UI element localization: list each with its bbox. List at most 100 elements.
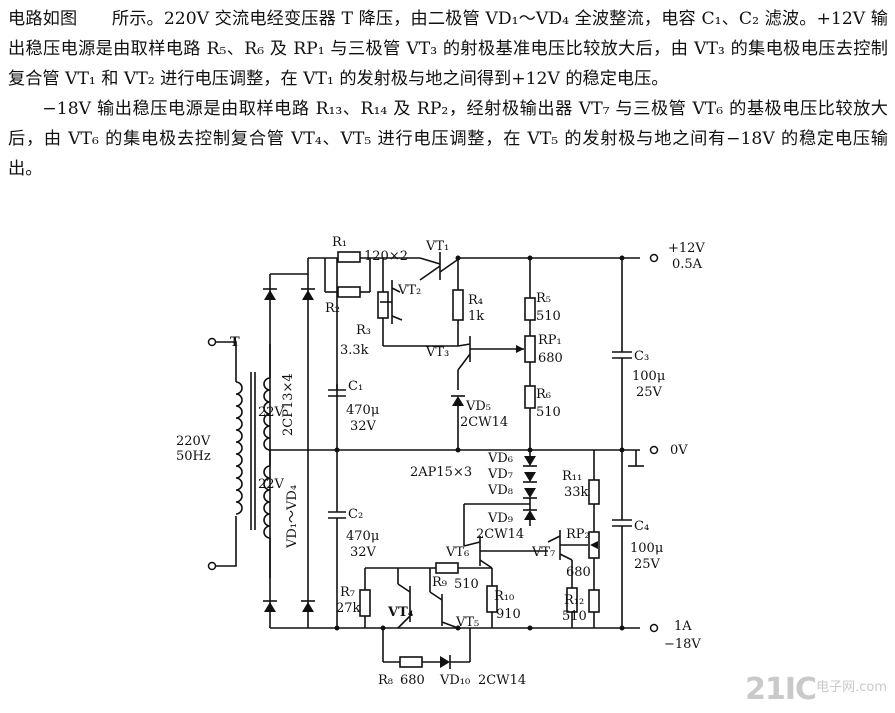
- r12-label: R₁₂: [564, 593, 584, 608]
- r9-label: R₉: [432, 575, 447, 590]
- diode-vd3: [264, 602, 276, 612]
- resistor-r9: [435, 562, 459, 574]
- bridge-rectifier: 2CP13×4 VD₁～VD₄: [263, 258, 315, 629]
- r6-label: R₆: [536, 387, 551, 402]
- rp1-value: 680: [538, 351, 563, 366]
- resistor-r4: [452, 289, 464, 321]
- resistor-r8: [399, 656, 423, 668]
- resistor-r2: [337, 286, 361, 298]
- vt7-label: VT₇: [531, 545, 555, 560]
- r5-label: R₅: [536, 291, 551, 306]
- input-terminal-bottom: [207, 561, 217, 571]
- resistor-r11: [588, 479, 600, 505]
- transformer-t: T 22V 22V: [230, 335, 285, 578]
- vd9-type: 2CW14: [476, 527, 524, 542]
- site-watermark: 21IC电子网.com: [745, 672, 887, 707]
- r7-label: R₇: [340, 585, 355, 600]
- input-terminal-top: [207, 337, 217, 347]
- r1-label: R₁: [332, 235, 347, 250]
- c3-voltage: 25V: [636, 385, 663, 400]
- c2-label: C₂: [348, 507, 363, 522]
- secondary-bottom-label: 22V: [258, 477, 285, 492]
- rectifier-type-label: 2CP13×4: [281, 373, 296, 436]
- r1-value: 120×2: [364, 249, 408, 264]
- resistor-r7: [359, 589, 371, 617]
- r3-value: 3.3k: [340, 343, 369, 358]
- vt6-label: VT₆: [445, 545, 469, 560]
- r10-label: R₁₀: [494, 589, 514, 604]
- vt1-label: VT₁: [425, 239, 449, 254]
- c3-value: 100μ: [632, 369, 665, 384]
- negative-output-label: −18V: [664, 637, 701, 652]
- vd10-type: 2CW14: [478, 673, 526, 688]
- c1-label: C₁: [348, 379, 363, 394]
- resistor-r3: [377, 291, 389, 319]
- r11-value: 33k: [564, 485, 589, 500]
- diode-vd8: [524, 488, 536, 498]
- negative-terminal: [649, 623, 659, 633]
- negative-current-label: 1A: [674, 619, 692, 634]
- watermark-domain: .com: [855, 680, 887, 695]
- vd5-type: 2CW14: [460, 415, 508, 430]
- r10-value: 910: [496, 607, 521, 622]
- watermark-brand: 21IC: [745, 672, 817, 707]
- vt3-label: VT₃: [425, 345, 449, 360]
- r5-value: 510: [536, 309, 561, 324]
- r4-label: R₄: [468, 293, 483, 308]
- diode-vd2: [302, 290, 314, 300]
- c2-voltage: 32V: [350, 545, 377, 560]
- potentiometer-rp1: [524, 335, 536, 363]
- vd9-label: VD₉: [487, 511, 513, 526]
- input-frequency-label: 50Hz: [176, 449, 211, 464]
- secondary-top-label: 22V: [258, 405, 285, 420]
- watermark-site: 电子网: [816, 680, 856, 695]
- resistor-r5: [524, 297, 536, 321]
- resistor-r13-r14: [588, 589, 600, 613]
- rp2-label: RP₂: [566, 527, 590, 542]
- c3-label: C₃: [634, 349, 649, 364]
- zener-vd5: [452, 396, 464, 406]
- transformer-input: 220V 50Hz: [176, 337, 237, 571]
- positive-terminal: [649, 253, 659, 263]
- vt2-label: VT₂: [397, 283, 421, 298]
- c4-voltage: 25V: [634, 557, 661, 572]
- circuit-schematic: 220V 50Hz T 22V 22V 2CP13×4 VD₁～VD₄: [176, 235, 705, 688]
- diode-vd4: [302, 602, 314, 612]
- transformer-label: T: [230, 335, 240, 350]
- resistor-r10: [486, 585, 498, 613]
- vt5-label: VT₅: [455, 615, 479, 630]
- positive-current-label: 0.5A: [672, 257, 703, 272]
- positive-supply: R₁ 120×2 R₂ C₁ 470μ 32V R₃ 3.3k VT₂ VT₁: [308, 235, 705, 450]
- c4-value: 100μ: [630, 541, 663, 556]
- input-voltage-label: 220V: [176, 434, 211, 449]
- c2-value: 470μ: [346, 529, 379, 544]
- c4-label: C₄: [634, 519, 649, 534]
- r9-value: 510: [454, 577, 479, 592]
- ground-rail: 0V: [270, 443, 688, 467]
- resistor-r1: [337, 251, 361, 263]
- diode-vd6: [524, 456, 536, 466]
- c1-value: 470μ: [346, 403, 379, 418]
- r12-value: 510: [562, 609, 587, 624]
- diode-vd7: [524, 472, 536, 482]
- zener-vd9: [524, 510, 536, 520]
- vd7-label: VD₇: [487, 467, 513, 482]
- diode-vd1: [264, 290, 276, 300]
- r8-value: 680: [400, 673, 425, 688]
- paragraph-2: −18V 输出稳压电源是由取样电路 R₁₃、R₁₄ 及 RP₂，经射极输出器 V…: [8, 99, 888, 179]
- description-text: 电路如图 所示。220V 交流电经变压器 T 降压，由二极管 VD₁～VD₄ 全…: [8, 4, 888, 184]
- vd5-label: VD₅: [465, 399, 491, 414]
- diode-string-label: 2AP15×3: [410, 465, 472, 480]
- resistor-r6: [524, 385, 536, 409]
- positive-output-label: +12V: [668, 241, 705, 256]
- vd6-label: VD₆: [487, 451, 513, 466]
- paragraph-1: 电路如图 所示。220V 交流电经变压器 T 降压，由二极管 VD₁～VD₄ 全…: [8, 9, 888, 89]
- r3-label: R₃: [356, 323, 371, 338]
- rectifier-name-label: VD₁～VD₄: [285, 485, 300, 549]
- negative-supply: C₂ 470μ 32V 1A −18V VD₆ 2AP15×3 VD₇ VD₈ …: [308, 450, 701, 688]
- r7-value: 27k: [336, 601, 361, 616]
- vd8-label: VD₈: [487, 483, 513, 498]
- r6-value: 510: [536, 405, 561, 420]
- rp2-value: 680: [566, 565, 591, 580]
- r4-value: 1k: [468, 309, 484, 324]
